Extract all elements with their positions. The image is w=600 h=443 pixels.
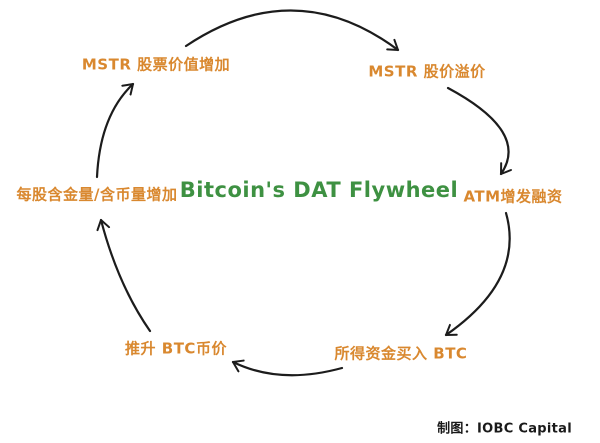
arrow-atm-financing-to-buy-btc: [444, 211, 511, 337]
node-btc-price-up: 推升 BTC币价: [125, 339, 227, 358]
node-atm-financing: ATM增发融资: [463, 187, 563, 206]
node-funds-buy-btc: 所得资金买入 BTC: [334, 344, 468, 363]
arrow-value-up-to-premium: [184, 9, 400, 52]
node-mstr-price-premium: MSTR 股价溢价: [368, 62, 486, 81]
node-per-share-holdings-up: 每股含金量/含币量增加: [16, 185, 178, 204]
arrow-btc-price-up-to-per-share: [96, 218, 152, 333]
credit-label: 制图：IOBC Capital: [437, 421, 572, 437]
node-mstr-stock-value-up: MSTR 股票价值增加: [81, 55, 231, 74]
arrow-buy-btc-to-btc-price-up: [231, 359, 344, 377]
arrow-per-share-to-value-up: [95, 82, 135, 179]
arrow-premium-to-atm-financing: [446, 86, 513, 176]
diagram-title: Bitcoin's DAT Flywheel: [179, 178, 459, 202]
